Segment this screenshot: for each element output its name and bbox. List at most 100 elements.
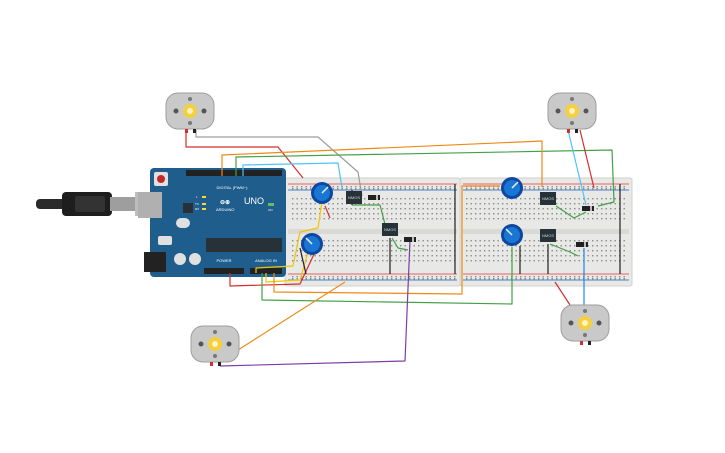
breadboard-hole[interactable] xyxy=(364,186,366,188)
breadboard-hole[interactable] xyxy=(488,278,490,280)
breadboard-hole[interactable] xyxy=(373,218,375,220)
breadboard-hole[interactable] xyxy=(569,278,571,280)
breadboard-hole[interactable] xyxy=(332,218,334,220)
breadboard-hole[interactable] xyxy=(542,218,544,220)
breadboard-hole[interactable] xyxy=(515,203,517,205)
breadboard-hole[interactable] xyxy=(427,240,429,242)
breadboard-hole[interactable] xyxy=(578,203,580,205)
breadboard-hole[interactable] xyxy=(533,240,535,242)
dc-motor-3[interactable] xyxy=(190,325,240,366)
breadboard-hole[interactable] xyxy=(502,218,504,220)
breadboard-hole[interactable] xyxy=(529,213,531,215)
wire-yellow-1[interactable] xyxy=(255,201,323,273)
breadboard-hole[interactable] xyxy=(524,250,526,252)
breadboard-hole[interactable] xyxy=(431,208,433,210)
breadboard-hole[interactable] xyxy=(574,213,576,215)
breadboard-hole[interactable] xyxy=(493,213,495,215)
breadboard-hole[interactable] xyxy=(346,188,348,190)
breadboard-hole[interactable] xyxy=(484,276,486,278)
potentiometer-3[interactable] xyxy=(501,177,523,199)
breadboard-hole[interactable] xyxy=(583,240,585,242)
breadboard-hole[interactable] xyxy=(355,208,357,210)
nmos-transistor-3[interactable]: NMOS xyxy=(540,192,556,205)
breadboard-hole[interactable] xyxy=(422,213,424,215)
breadboard-hole[interactable] xyxy=(610,198,612,200)
breadboard-hole[interactable] xyxy=(610,203,612,205)
breadboard-hole[interactable] xyxy=(292,186,294,188)
breadboard-hole[interactable] xyxy=(418,240,420,242)
breadboard-hole[interactable] xyxy=(373,213,375,215)
breadboard-hole[interactable] xyxy=(350,255,352,257)
breadboard-hole[interactable] xyxy=(475,203,477,205)
breadboard-hole[interactable] xyxy=(391,250,393,252)
breadboard-hole[interactable] xyxy=(578,255,580,257)
breadboard-hole[interactable] xyxy=(587,213,589,215)
breadboard-hole[interactable] xyxy=(314,218,316,220)
breadboard-hole[interactable] xyxy=(466,255,468,257)
breadboard-hole[interactable] xyxy=(440,218,442,220)
breadboard-hole[interactable] xyxy=(404,245,406,247)
breadboard-hole[interactable] xyxy=(475,240,477,242)
breadboard-hole[interactable] xyxy=(332,198,334,200)
breadboard-hole[interactable] xyxy=(502,250,504,252)
breadboard-hole[interactable] xyxy=(493,245,495,247)
breadboard-hole[interactable] xyxy=(601,218,603,220)
breadboard-hole[interactable] xyxy=(470,278,472,280)
dc-motor-4[interactable] xyxy=(560,304,610,345)
breadboard-hole[interactable] xyxy=(587,278,589,280)
breadboard-hole[interactable] xyxy=(301,218,303,220)
breadboard-hole[interactable] xyxy=(395,276,397,278)
breadboard-hole[interactable] xyxy=(319,276,321,278)
breadboard-hole[interactable] xyxy=(386,278,388,280)
breadboard-hole[interactable] xyxy=(605,218,607,220)
breadboard-hole[interactable] xyxy=(341,250,343,252)
breadboard-hole[interactable] xyxy=(314,260,316,262)
breadboard-hole[interactable] xyxy=(323,278,325,280)
breadboard-hole[interactable] xyxy=(382,255,384,257)
breadboard-hole[interactable] xyxy=(373,250,375,252)
breadboard-hole[interactable] xyxy=(605,276,607,278)
breadboard-hole[interactable] xyxy=(596,186,598,188)
breadboard-hole[interactable] xyxy=(551,245,553,247)
breadboard-hole[interactable] xyxy=(368,255,370,257)
breadboard-hole[interactable] xyxy=(310,213,312,215)
breadboard-hole[interactable] xyxy=(305,278,307,280)
breadboard-hole[interactable] xyxy=(413,188,415,190)
breadboard-hole[interactable] xyxy=(449,198,451,200)
breadboard-hole[interactable] xyxy=(605,240,607,242)
breadboard-hole[interactable] xyxy=(341,245,343,247)
breadboard-hole[interactable] xyxy=(610,188,612,190)
breadboard-hole[interactable] xyxy=(395,260,397,262)
breadboard-hole[interactable] xyxy=(551,218,553,220)
breadboard-hole[interactable] xyxy=(551,255,553,257)
breadboard-hole[interactable] xyxy=(337,240,339,242)
breadboard-hole[interactable] xyxy=(400,208,402,210)
breadboard-hole[interactable] xyxy=(488,208,490,210)
breadboard-hole[interactable] xyxy=(364,208,366,210)
breadboard-hole[interactable] xyxy=(296,250,298,252)
breadboard-hole[interactable] xyxy=(560,240,562,242)
breadboard-hole[interactable] xyxy=(488,245,490,247)
breadboard-hole[interactable] xyxy=(556,276,558,278)
breadboard-hole[interactable] xyxy=(601,240,603,242)
diode-4[interactable] xyxy=(576,242,588,247)
breadboard-hole[interactable] xyxy=(605,260,607,262)
breadboard-hole[interactable] xyxy=(529,208,531,210)
breadboard-hole[interactable] xyxy=(337,276,339,278)
breadboard-hole[interactable] xyxy=(382,276,384,278)
breadboard-hole[interactable] xyxy=(395,255,397,257)
breadboard-hole[interactable] xyxy=(418,255,420,257)
breadboard-hole[interactable] xyxy=(368,208,370,210)
wire-green-inner-1[interactable] xyxy=(352,204,387,229)
breadboard-hole[interactable] xyxy=(355,245,357,247)
breadboard-hole[interactable] xyxy=(533,208,535,210)
breadboard-hole[interactable] xyxy=(592,255,594,257)
breadboard-hole[interactable] xyxy=(409,218,411,220)
breadboard-hole[interactable] xyxy=(493,188,495,190)
breadboard-hole[interactable] xyxy=(623,198,625,200)
breadboard-hole[interactable] xyxy=(323,245,325,247)
breadboard-hole[interactable] xyxy=(488,198,490,200)
diode-1[interactable] xyxy=(368,195,380,200)
breadboard-hole[interactable] xyxy=(445,260,447,262)
breadboard-hole[interactable] xyxy=(574,188,576,190)
